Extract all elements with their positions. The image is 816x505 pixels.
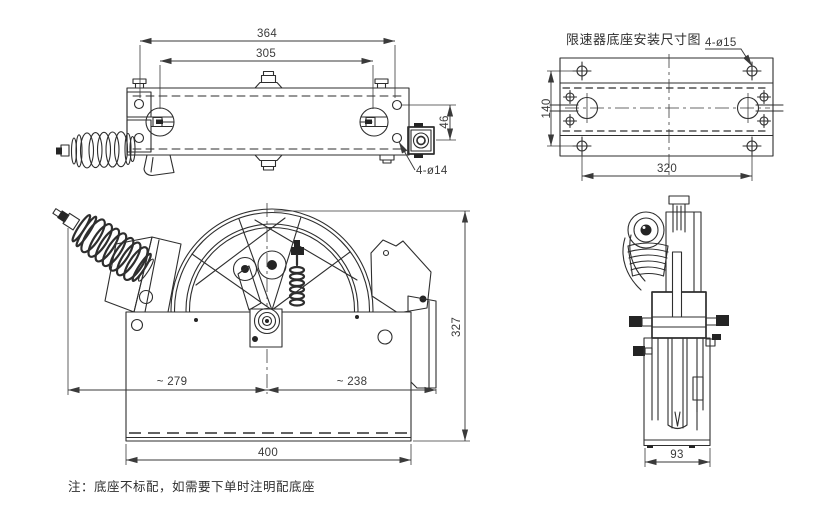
top-view-inner-width-label: 305 bbox=[256, 48, 276, 60]
front-view-right-span-label: ~ 238 bbox=[337, 376, 368, 388]
front-view-height-label: 327 bbox=[451, 317, 463, 337]
base-plan-hole-callout-label: 4-ø15 bbox=[705, 37, 737, 49]
top-view-geometry bbox=[56, 70, 435, 177]
front-view-left-span-label: ~ 279 bbox=[157, 376, 188, 388]
base-plan-view: 限速器底座安装尺寸图 bbox=[541, 32, 784, 181]
front-view-geometry bbox=[52, 203, 437, 442]
top-view: 364 305 46 4-ø14 bbox=[56, 28, 456, 177]
top-view-dimensions: 364 305 46 4-ø14 bbox=[139, 28, 456, 177]
base-plan-title: 限速器底座安装尺寸图 bbox=[566, 32, 701, 47]
drawing-note: 注：底座不标配，如需要下单时注明配底座 bbox=[68, 479, 315, 494]
top-view-hole-callout-label: 4-ø14 bbox=[416, 165, 448, 177]
tension-spring-front bbox=[52, 208, 154, 283]
spring-coils-side bbox=[627, 242, 669, 277]
tension-spring-top bbox=[56, 131, 136, 169]
front-view-width-label: 400 bbox=[258, 447, 278, 459]
base-plan-dimensions: 140 320 4-ø15 bbox=[541, 37, 753, 181]
side-view: 93 bbox=[622, 195, 729, 467]
side-view-dimensions: 93 bbox=[644, 448, 711, 467]
top-view-height-label: 46 bbox=[439, 115, 451, 128]
side-view-geometry bbox=[622, 195, 729, 448]
base-plan-width-label: 320 bbox=[657, 163, 677, 175]
top-view-outer-width-label: 364 bbox=[257, 28, 277, 40]
side-view-width-label: 93 bbox=[670, 449, 683, 461]
governor-spring-small bbox=[288, 265, 306, 307]
base-plan-height-label: 140 bbox=[541, 98, 553, 118]
base-plan-geometry bbox=[549, 54, 784, 178]
front-view-dimensions: ~ 279 ~ 238 400 327 bbox=[67, 210, 470, 465]
front-view: ~ 279 ~ 238 400 327 bbox=[52, 203, 470, 465]
